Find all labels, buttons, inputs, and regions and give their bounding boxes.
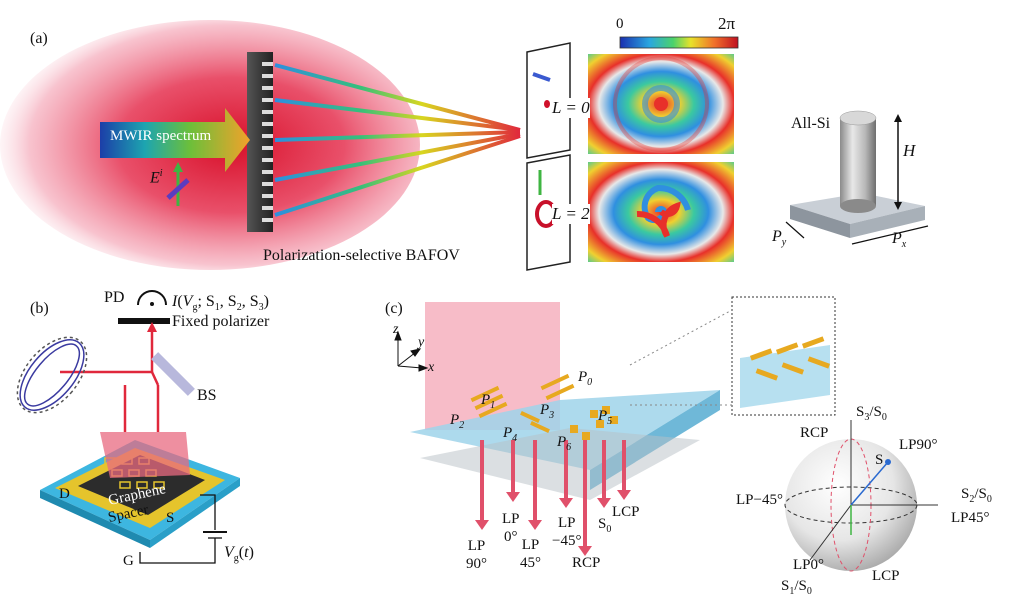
sphere-lpm45: LP−45° bbox=[736, 492, 783, 508]
pixel-p5: P5 bbox=[598, 408, 613, 427]
sphere-s1: S1/S0 bbox=[781, 578, 812, 597]
field-vector-icon bbox=[166, 162, 190, 206]
pillar-height: H bbox=[903, 141, 916, 160]
output-screen-bottom bbox=[526, 154, 571, 271]
grating-teeth bbox=[262, 62, 273, 222]
mwir-arrow-label: MWIR spectrum bbox=[110, 128, 212, 144]
voltage-label: Vg(t) bbox=[224, 544, 254, 565]
output-lcp: LCP bbox=[612, 504, 640, 520]
diffracted-beams bbox=[274, 63, 521, 217]
sphere-rcp: RCP bbox=[800, 425, 829, 441]
field-label: Ei bbox=[150, 168, 163, 187]
pixel-p3: P3 bbox=[540, 402, 555, 421]
detector-label: PD bbox=[104, 289, 125, 306]
row-l0-label: L = 0 bbox=[552, 98, 590, 118]
pixel-p1: P1 bbox=[481, 392, 496, 411]
drain-label: D bbox=[59, 486, 70, 502]
beamsplitter-label: BS bbox=[197, 387, 217, 404]
axis-y: y bbox=[418, 335, 425, 350]
period-x: Px bbox=[892, 230, 907, 251]
polarizer-label: Fixed polarizer bbox=[172, 313, 270, 330]
colorbar-min: 0 bbox=[616, 16, 624, 32]
sphere-s3: S3/S0 bbox=[856, 404, 887, 423]
signal-label: I(Vg; S1, S2, S3) bbox=[172, 293, 269, 314]
output-s0: S0 bbox=[598, 516, 612, 535]
mwir-arrow bbox=[100, 108, 250, 172]
sphere-s: S bbox=[875, 452, 884, 468]
sphere-lp90: LP90° bbox=[899, 437, 938, 453]
phase-colorbar bbox=[619, 36, 739, 49]
pixel-p6: P6 bbox=[557, 434, 572, 453]
period-y: Py bbox=[772, 228, 787, 249]
source-label: S bbox=[166, 510, 175, 526]
axis-x: x bbox=[428, 360, 435, 375]
panel-c-tag: (c) bbox=[385, 300, 403, 317]
sphere-lcp: LCP bbox=[872, 568, 900, 584]
axis-z: z bbox=[393, 322, 399, 337]
output-lpm45: LP−45° bbox=[552, 515, 582, 549]
phase-map-l0 bbox=[588, 54, 734, 154]
grating-caption: Polarization-selective BAFOV bbox=[263, 247, 460, 264]
metasurface-grating bbox=[247, 52, 273, 232]
pixel-p2: P2 bbox=[450, 412, 465, 431]
phase-map-l2 bbox=[588, 162, 734, 262]
pixel-p4: P4 bbox=[503, 425, 518, 444]
colorbar-max: 2π bbox=[718, 14, 736, 33]
sphere-lp0: LP0° bbox=[793, 557, 825, 573]
si-pillar-unit-cell bbox=[785, 110, 929, 245]
sphere-lp45: LP45° bbox=[951, 510, 990, 526]
gate-label: G bbox=[123, 553, 134, 569]
panel-a-tag: (a) bbox=[30, 30, 48, 47]
sphere-s2: S2/S0 bbox=[961, 486, 992, 505]
row-l2-label: L = 2 bbox=[552, 204, 590, 224]
pixel-p0: P0 bbox=[578, 369, 593, 388]
output-rcp: RCP bbox=[572, 555, 601, 571]
panel-b-tag: (b) bbox=[30, 300, 49, 317]
pillar-material: All-Si bbox=[791, 115, 831, 132]
output-screen-top bbox=[526, 42, 571, 159]
